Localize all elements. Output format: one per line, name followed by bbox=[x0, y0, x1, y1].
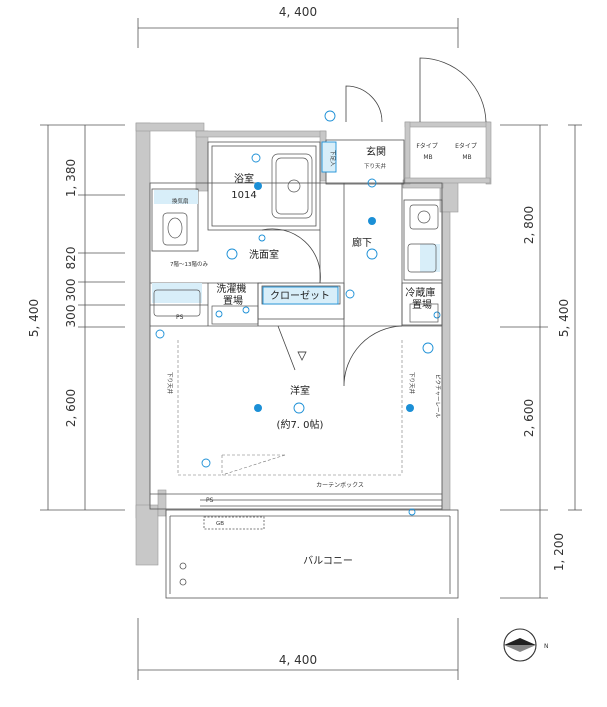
room-bath-size: 1014 bbox=[231, 190, 256, 201]
dim-left-seg5: 2, 600 bbox=[64, 389, 78, 427]
dim-right-seg2: 2, 600 bbox=[522, 399, 536, 437]
dim-left-seg3: 300 bbox=[64, 279, 78, 302]
dim-right-total: 5, 400 bbox=[557, 299, 571, 337]
mb-e-line2: MB bbox=[462, 154, 471, 161]
ps-label-1: PS bbox=[176, 314, 184, 321]
ps-label-2: PS bbox=[206, 497, 214, 504]
mb-e-label: Eタイプ MB bbox=[455, 142, 479, 161]
fridge-line1: 冷蔵庫 bbox=[405, 286, 435, 299]
dim-left-seg2: 820 bbox=[64, 247, 78, 270]
picture-rail: ピクチャーレール bbox=[434, 374, 441, 418]
north-arrow-icon bbox=[503, 628, 537, 662]
room-western: 洋室 bbox=[290, 384, 310, 397]
mb-f-label: Fタイプ MB bbox=[416, 142, 439, 161]
blue-dots bbox=[254, 182, 414, 412]
dim-right-seg1: 2, 800 bbox=[522, 206, 536, 244]
curtain-box: カーテンボックス bbox=[316, 481, 364, 489]
fridge-line2: 置場 bbox=[412, 298, 432, 311]
dim-left-total: 5, 400 bbox=[27, 299, 41, 337]
dim-left-seg1: 1, 380 bbox=[64, 159, 78, 197]
laundry-line2: 置場 bbox=[223, 294, 243, 307]
fan-label: 換気扇 bbox=[172, 197, 189, 205]
room-western-size: (約7. 0帖) bbox=[277, 418, 324, 431]
room-entrance: 玄関 bbox=[366, 145, 386, 158]
dimension-lines bbox=[40, 18, 582, 680]
dim-left-seg4: 300 bbox=[64, 305, 78, 328]
mb-f-line1: Fタイプ bbox=[416, 142, 437, 150]
shoe-box-label: 下足入 bbox=[329, 150, 336, 167]
walls bbox=[135, 121, 492, 566]
room-hall: 廊下 bbox=[352, 236, 372, 249]
room-balcony: バルコニー bbox=[303, 555, 353, 567]
balcony-fixtures bbox=[179, 516, 265, 586]
room-lines bbox=[149, 139, 459, 599]
room-fridge: 冷蔵庫 置場 bbox=[405, 286, 438, 311]
north-label: N bbox=[544, 643, 549, 650]
gb-label: GB bbox=[216, 521, 224, 527]
laundry-line1: 洗濯機 bbox=[216, 282, 246, 295]
mb-e-line1: Eタイプ bbox=[455, 142, 477, 150]
room-laundry: 洗濯機 置場 bbox=[216, 282, 249, 307]
bath-fixtures bbox=[153, 153, 439, 325]
room-bath: 浴室 bbox=[234, 172, 254, 185]
dim-bottom: 4, 400 bbox=[279, 653, 317, 667]
room-closet: クローゼット bbox=[270, 290, 330, 302]
down-ceiling-left: 下り天井 bbox=[166, 372, 174, 395]
mb-f-line2: MB bbox=[423, 154, 432, 161]
dim-right-seg3: 1, 200 bbox=[552, 533, 566, 571]
down-ceiling-entrance: 下り天井 bbox=[364, 162, 387, 170]
doors bbox=[261, 57, 487, 387]
floor-note: 7階～13階のみ bbox=[170, 260, 208, 268]
room-washroom: 洗面室 bbox=[249, 248, 279, 261]
dashed-ceiling-lines bbox=[177, 340, 403, 476]
blue-fixtures bbox=[152, 110, 441, 516]
dim-top: 4, 400 bbox=[279, 5, 317, 19]
down-ceiling-right: 下り天井 bbox=[408, 372, 416, 395]
